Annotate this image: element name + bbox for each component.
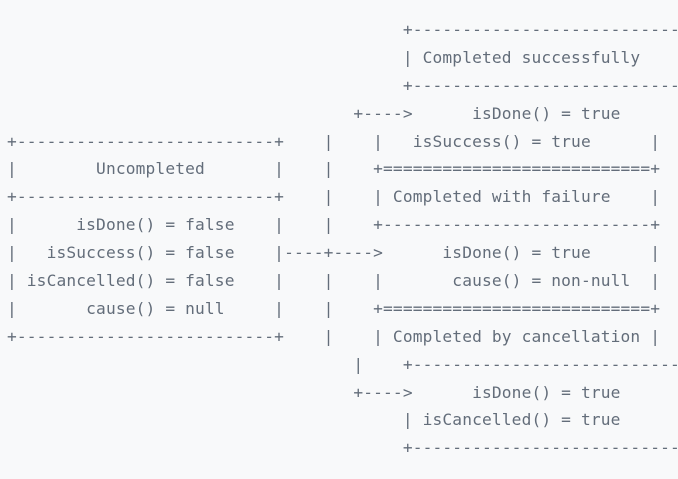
diagram-line: | isSuccess() = false |----+----> isDone… <box>7 243 661 263</box>
diagram-line: +---------------------------+ <box>7 75 678 95</box>
diagram-line: | Uncompleted | | +=====================… <box>7 159 661 179</box>
diagram-line: | isCancelled() = true | <box>7 410 678 430</box>
diagram-line: +----> isDone() = true | <box>7 103 678 123</box>
diagram-line: | isCancelled() = false | | | cause() = … <box>7 271 661 291</box>
diagram-line: +--------------------------+ | | Complet… <box>7 187 661 207</box>
diagram-line: +--------------------------+ | | isSucce… <box>7 131 661 151</box>
diagram-line: | isDone() = false | | +----------------… <box>7 215 661 235</box>
state-diagram: +---------------------------+ | Complete… <box>7 16 678 462</box>
diagram-line: | Completed successfully | <box>7 47 678 67</box>
diagram-line: +----> isDone() = true | <box>7 382 678 402</box>
diagram-line: | cause() = null | | +==================… <box>7 298 661 318</box>
diagram-line: +---------------------------+ <box>7 20 678 39</box>
diagram-line: +--------------------------+ | | Complet… <box>7 326 661 346</box>
diagram-line: +---------------------------+ <box>7 438 678 458</box>
diagram-line: | +---------------------------+ <box>7 354 678 374</box>
